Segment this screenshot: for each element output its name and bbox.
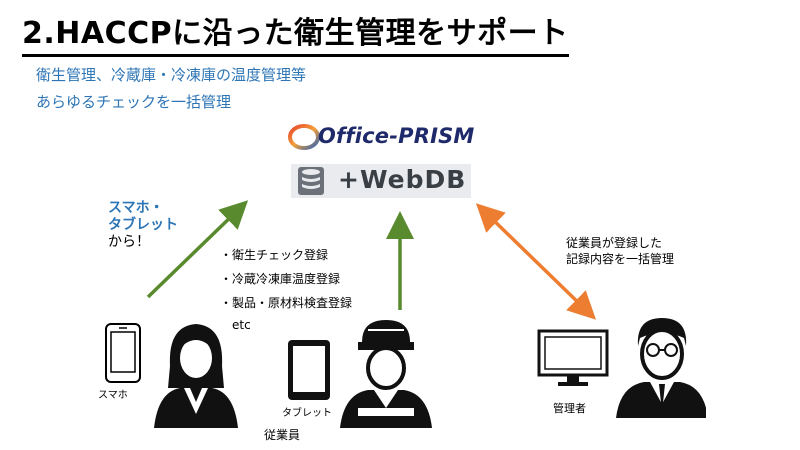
smartphone-label: スマホ (98, 390, 128, 401)
check-item-inspection: ・製品・原材料検査登録 (220, 296, 353, 310)
arrow-smartphone-to-db (146, 200, 249, 299)
employee-label: 従業員 (264, 428, 301, 442)
employee-worker-icon (340, 320, 432, 428)
tablet-icon (288, 340, 330, 400)
manager-label: 管理者 (553, 402, 586, 415)
tablet-label: タブレット (282, 408, 332, 419)
arrow-db-manager (475, 203, 597, 320)
webdb-label: +WebDB (338, 165, 467, 194)
office-prism-logo: Office-PRISM (318, 124, 475, 148)
subtitle-line-2: あらゆるチェックを一括管理 (36, 93, 232, 111)
database-icon (298, 167, 324, 195)
woman-user-icon (154, 324, 238, 428)
smartphone-icon (105, 323, 141, 383)
subtitle-line-1: 衛生管理、冷蔵庫・冷凍庫の温度管理等 (36, 66, 307, 84)
monitor-icon (537, 329, 609, 386)
page-title: 2.HACCPに沿った衛生管理をサポート (22, 14, 569, 57)
manager-user-icon (616, 318, 706, 418)
mobile-note: スマホ・ タブレット から！ (108, 200, 178, 250)
office-prism-swoosh-icon (288, 124, 320, 150)
manager-note-line-1: 従業員が登録した (566, 236, 663, 250)
manager-note-line-2: 記録内容を一括管理 (566, 252, 675, 266)
check-item-fridge-temp: ・冷蔵冷凍庫温度登録 (220, 272, 341, 286)
check-item-etc: etc (232, 318, 251, 332)
check-item-hygiene: ・衛生チェック登録 (220, 248, 329, 262)
